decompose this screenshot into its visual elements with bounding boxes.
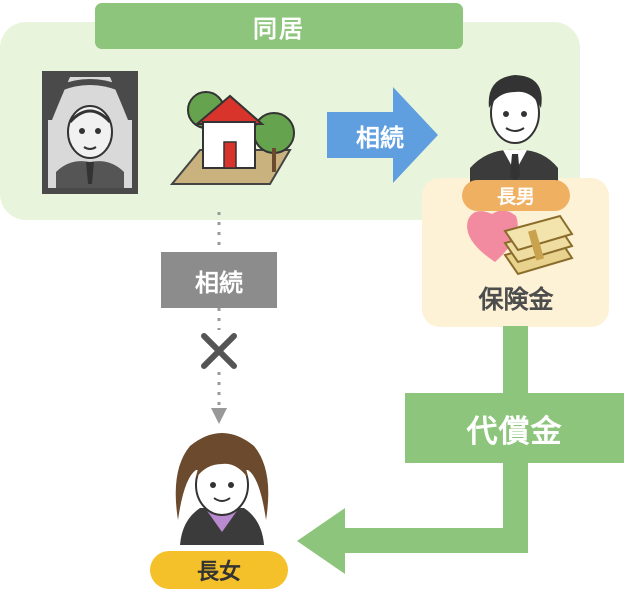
blue-inheritance-arrow — [327, 87, 438, 183]
businessman-icon — [470, 75, 558, 184]
insurance-label: 保険金 — [478, 285, 554, 314]
heart-icon — [467, 210, 518, 262]
dotted-inheritance-line — [211, 212, 227, 424]
eldest-son-label: 長男 — [462, 180, 570, 211]
compensation-arrow — [297, 326, 624, 574]
inheritance-label-daughter: 相続 — [161, 252, 277, 308]
woman-icon — [175, 433, 269, 545]
cross-mark-icon — [201, 333, 237, 369]
deceased-portrait-icon — [42, 71, 138, 194]
money-bundle-icon — [503, 214, 574, 276]
cohabitation-label: 同居 — [95, 3, 463, 49]
eldest-daughter-label: 長女 — [150, 551, 288, 589]
house-with-trees-icon — [169, 91, 295, 185]
inheritance-label-son: 相続 — [356, 123, 404, 152]
compensation-label: 代償金 — [466, 413, 563, 450]
